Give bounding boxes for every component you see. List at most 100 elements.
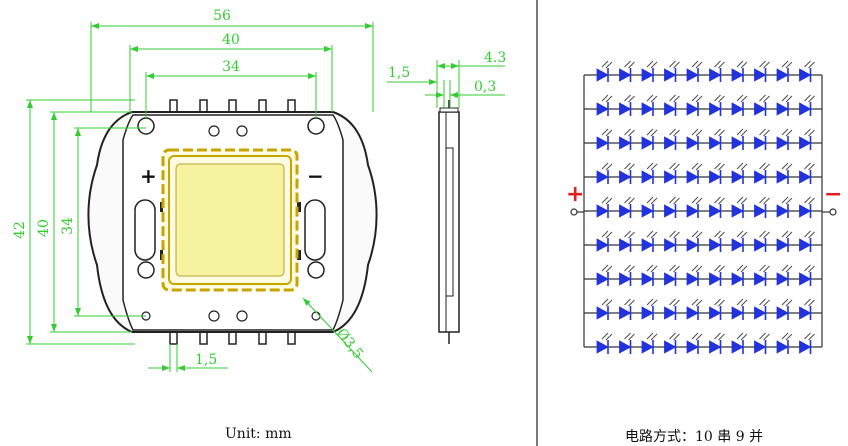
led-symbol (619, 230, 635, 252)
side-dim-4-3: 4.3 (484, 50, 506, 66)
led-symbol (709, 196, 725, 218)
led-symbol (686, 196, 703, 218)
dim-pin-1-5: 1,5 (195, 352, 217, 368)
led-symbol (799, 128, 815, 150)
dim-34: 34 (222, 59, 240, 75)
dimension-labels: 56 40 34 42 40 34 1,5 Ø3,5 (12, 8, 366, 368)
side-lens (445, 147, 454, 297)
led-symbol (596, 332, 613, 354)
led-symbol (619, 60, 635, 82)
led-symbol (799, 332, 815, 354)
led-symbol (664, 128, 680, 150)
led-symbol (754, 332, 770, 354)
circuit-leds (596, 60, 815, 354)
led-symbol (619, 298, 635, 320)
led-symbol (731, 94, 748, 116)
circuit-wires (577, 74, 830, 348)
led-symbol (731, 128, 748, 150)
led-symbol (709, 230, 725, 252)
led-symbol (596, 230, 613, 252)
led-symbol (709, 60, 725, 82)
led-symbol (664, 94, 680, 116)
led-symbol (686, 60, 703, 82)
led-symbol (799, 264, 815, 286)
emitter-surface (175, 163, 285, 277)
gold-frame-inner (168, 155, 292, 285)
led-symbol (664, 264, 680, 286)
led-symbol (709, 94, 725, 116)
front-view: + − (12, 8, 378, 373)
led-symbol (596, 298, 613, 320)
side-dim-0-3: 0,3 (474, 79, 496, 95)
led-symbol (776, 128, 793, 150)
led-symbol (776, 162, 793, 184)
side-dimension-lines (387, 60, 505, 108)
led-symbol (596, 264, 613, 286)
led-symbol (776, 332, 793, 354)
led-symbol (709, 264, 725, 286)
led-symbol (776, 94, 793, 116)
led-symbol (754, 60, 770, 82)
led-symbol (619, 162, 635, 184)
led-symbol (619, 264, 635, 286)
side-dim-1-5: 1,5 (388, 65, 410, 81)
led-symbol (619, 332, 635, 354)
led-symbol (709, 128, 725, 150)
side-view: 4.3 1,5 0,3 (387, 50, 506, 344)
polarity-minus: − (307, 164, 324, 188)
led-symbol (799, 196, 815, 218)
led-symbol (731, 264, 748, 286)
led-symbol (641, 196, 658, 218)
led-symbol (641, 332, 658, 354)
led-symbol (641, 128, 658, 150)
led-symbol (686, 298, 703, 320)
led-symbol (686, 128, 703, 150)
unit-caption: Unit: mm (225, 426, 292, 442)
dim-hole-diameter: Ø3,5 (333, 326, 366, 362)
dim-34-vertical: 34 (60, 217, 76, 235)
led-symbol (776, 298, 793, 320)
led-symbol (776, 60, 793, 82)
led-symbol (731, 162, 748, 184)
polarity-plus: + (140, 164, 157, 188)
led-symbol (731, 230, 748, 252)
led-symbol (776, 230, 793, 252)
led-symbol (619, 196, 635, 218)
led-symbol (776, 196, 793, 218)
led-symbol (686, 264, 703, 286)
led-symbol (664, 60, 680, 82)
led-symbol (641, 230, 658, 252)
led-symbol (686, 332, 703, 354)
led-symbol (754, 230, 770, 252)
led-symbol (596, 128, 613, 150)
led-symbol (641, 94, 658, 116)
circuit-anode-terminal (570, 208, 578, 216)
led-symbol (754, 128, 770, 150)
led-symbol (596, 60, 613, 82)
dim-40-vertical: 40 (36, 219, 52, 237)
led-symbol (709, 298, 725, 320)
led-symbol (799, 230, 815, 252)
led-symbol (596, 94, 613, 116)
side-slots (134, 199, 326, 261)
led-symbol (686, 94, 703, 116)
led-symbol (664, 162, 680, 184)
led-symbol (596, 196, 613, 218)
led-symbol (619, 128, 635, 150)
led-symbol (799, 162, 815, 184)
led-symbol (641, 298, 658, 320)
led-symbol (686, 162, 703, 184)
led-symbol (641, 162, 658, 184)
led-symbol (754, 264, 770, 286)
circuit-diagram: + − (566, 60, 842, 354)
led-symbol (754, 196, 770, 218)
dim-40: 40 (222, 32, 240, 48)
led-symbol (664, 298, 680, 320)
circuit-minus: − (824, 182, 842, 207)
led-symbol (664, 230, 680, 252)
led-symbol (799, 298, 815, 320)
led-symbol (686, 230, 703, 252)
led-symbol (731, 298, 748, 320)
dim-42: 42 (12, 221, 28, 239)
